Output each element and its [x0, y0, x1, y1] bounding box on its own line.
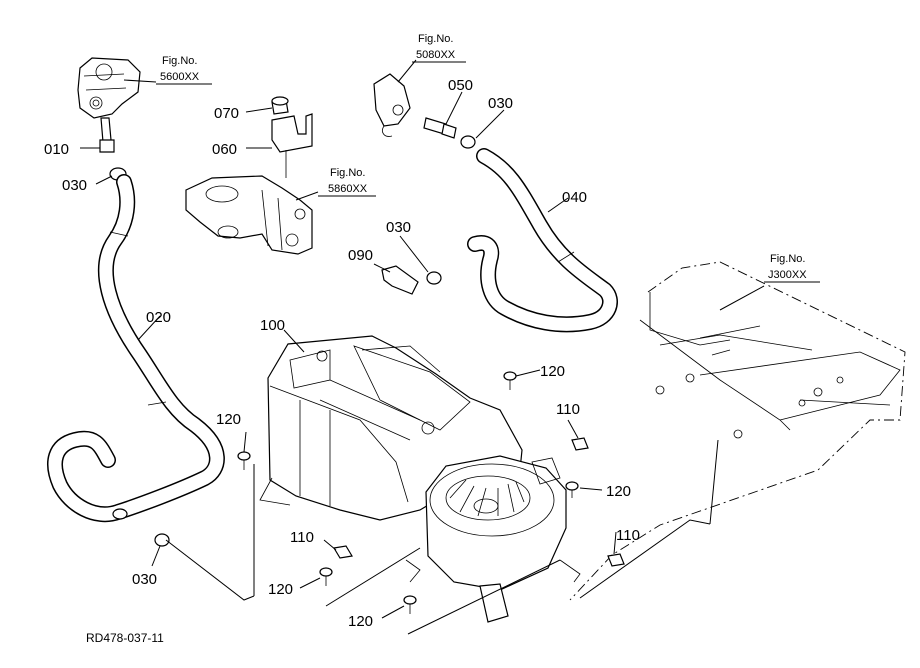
label-120-b: 120 [540, 363, 565, 380]
svg-text:5600XX: 5600XX [160, 71, 200, 83]
svg-text:5860XX: 5860XX [328, 183, 368, 195]
nut-110-a [333, 545, 353, 559]
label-120-c: 120 [606, 483, 631, 500]
label-020: 020 [146, 309, 171, 326]
label-100: 100 [260, 317, 285, 334]
label-010: 010 [44, 141, 69, 158]
bolt-120-b [503, 371, 517, 390]
label-110-a: 110 [556, 401, 580, 418]
fig-ref-j300: Fig.No. J300XX [764, 253, 820, 283]
nut-110-b [571, 437, 589, 451]
nut-110-c [607, 553, 625, 567]
fig-ref-5080: Fig.No. 5080XX [412, 33, 466, 63]
chassis-plate [569, 261, 906, 601]
leader-lines [80, 59, 765, 635]
fig-ref-5600: Fig.No. 5600XX [156, 55, 212, 85]
bolt-070 [271, 96, 289, 115]
clamp-030-bottom [112, 508, 170, 547]
label-120-e: 120 [348, 613, 373, 630]
label-040: 040 [562, 189, 587, 206]
label-030-d: 030 [132, 571, 157, 588]
fitting-050 [423, 117, 457, 139]
svg-text:J300XX: J300XX [768, 269, 807, 281]
hose-040 [467, 148, 618, 333]
svg-text:Fig.No.: Fig.No. [770, 253, 805, 265]
svg-text:Fig.No.: Fig.No. [330, 167, 365, 179]
label-120-a: 120 [216, 411, 241, 428]
bolt-120-d [319, 567, 333, 586]
bracket-5860 [185, 175, 313, 255]
plate-060 [271, 113, 313, 178]
part-number-labels: 010 030 020 070 060 050 030 040 030 090 … [44, 77, 640, 630]
label-030-b: 030 [488, 95, 513, 112]
label-070: 070 [214, 105, 239, 122]
bolt-120-e [403, 595, 417, 614]
drawing-code: RD478-037-11 [86, 631, 164, 645]
fig-ref-5860: Fig.No. 5860XX [318, 167, 376, 197]
engine-housing-5600 [77, 57, 141, 119]
label-110-c: 110 [616, 527, 640, 544]
label-090: 090 [348, 247, 373, 264]
hose-020 [47, 174, 225, 523]
clip-090 [381, 265, 419, 295]
outlet-5080 [373, 73, 411, 137]
clamp-030-top [460, 135, 476, 149]
svg-text:5080XX: 5080XX [416, 49, 456, 61]
label-060: 060 [212, 141, 237, 158]
fitting-010 [99, 117, 115, 153]
svg-text:Fig.No.: Fig.No. [418, 33, 453, 45]
label-050: 050 [448, 77, 473, 94]
svg-text:Fig.No.: Fig.No. [162, 55, 197, 67]
bolt-120-c [565, 481, 579, 498]
label-120-d: 120 [268, 581, 293, 598]
clamp-030-mid [426, 271, 442, 285]
label-030-c: 030 [386, 219, 411, 236]
blower-housing [405, 455, 581, 623]
label-110-b: 110 [290, 529, 314, 546]
label-030-a: 030 [62, 177, 87, 194]
bolt-120-a [237, 451, 251, 470]
